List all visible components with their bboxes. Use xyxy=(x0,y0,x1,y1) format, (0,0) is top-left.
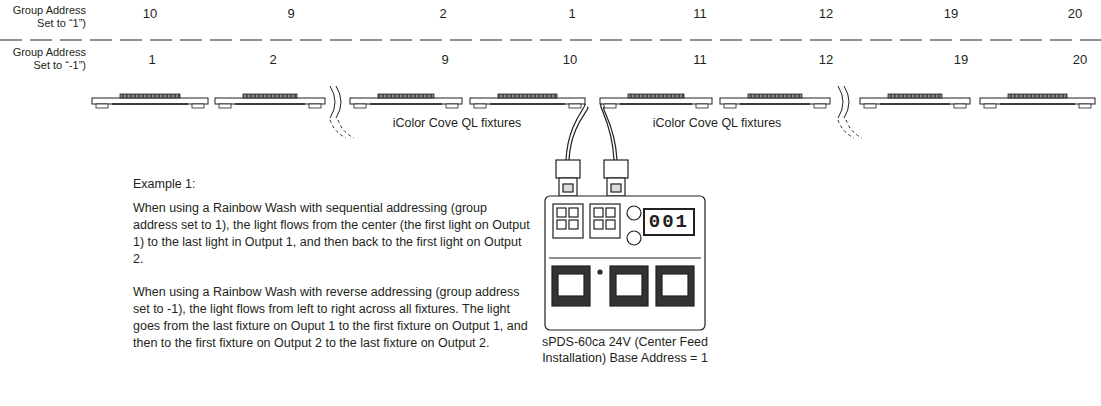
fixture-part xyxy=(112,103,188,105)
example-note: Example 1: xyxy=(133,176,533,193)
address-number: 9 xyxy=(276,6,306,22)
fixture-part xyxy=(604,104,616,108)
fixture-part xyxy=(96,104,108,108)
fixture-part xyxy=(370,103,442,105)
address-number: 1 xyxy=(137,52,167,68)
address-number: 10 xyxy=(135,6,165,22)
fixture-part xyxy=(498,94,557,98)
fixture-part xyxy=(1008,94,1067,98)
fixture-part xyxy=(490,103,565,105)
fixtures xyxy=(92,94,1095,108)
address-number: 10 xyxy=(555,52,585,68)
fixture-part xyxy=(860,98,970,104)
fixture-part xyxy=(243,94,297,98)
row-label: Group Address Set to “1”) xyxy=(2,4,86,30)
example-note: When using a Rainbow Wash with reverse a… xyxy=(133,284,533,352)
fixture-part xyxy=(954,104,966,108)
fixture-part xyxy=(474,104,486,108)
address-number: 12 xyxy=(811,52,841,68)
fixture-part xyxy=(748,94,802,98)
fixture-part xyxy=(354,104,366,108)
fixture-part xyxy=(720,98,830,104)
row-label: Group Address Set to “-1”) xyxy=(2,46,86,72)
address-number: 11 xyxy=(685,6,715,22)
fixture-part xyxy=(864,104,876,108)
fixture-part xyxy=(740,103,810,105)
fixture-part xyxy=(696,104,708,108)
fixture-part xyxy=(880,103,950,105)
fixture-part xyxy=(1079,104,1091,108)
address-number: 2 xyxy=(428,6,458,22)
address-number: 1 xyxy=(557,6,587,22)
connectors xyxy=(556,160,628,196)
device-caption: sPDS-60ca 24V (Center Feed Installation)… xyxy=(530,334,720,367)
address-number: 20 xyxy=(1065,52,1095,68)
fixture-part xyxy=(569,104,581,108)
address-number: 12 xyxy=(811,6,841,22)
address-number: 9 xyxy=(430,52,460,68)
fixture-part xyxy=(888,94,942,98)
fixture-part xyxy=(446,104,458,108)
address-display: 001 xyxy=(643,208,695,236)
fixture-part xyxy=(984,104,996,108)
device-details xyxy=(545,196,705,330)
fixture-part xyxy=(600,98,712,104)
fixture-part xyxy=(215,98,325,104)
fixture-part xyxy=(814,104,826,108)
fixture-part xyxy=(192,104,204,108)
address-number: 11 xyxy=(685,52,715,68)
fixture-part xyxy=(724,104,736,108)
address-number: 19 xyxy=(946,52,976,68)
fixture-part xyxy=(980,98,1095,104)
address-number: 19 xyxy=(936,6,966,22)
fixture-part xyxy=(235,103,305,105)
fixture-part xyxy=(470,98,585,104)
fixture-part xyxy=(350,98,462,104)
fixture-label: iColor Cove QL fixtures xyxy=(632,116,802,131)
fixture-label: iColor Cove QL fixtures xyxy=(372,116,542,131)
break-marks xyxy=(330,86,862,138)
fixture-part xyxy=(92,98,208,104)
dashed-divider xyxy=(0,40,1101,41)
fixture-part xyxy=(1000,103,1075,105)
address-number: 20 xyxy=(1060,6,1090,22)
example-note: When using a Rainbow Wash with sequentia… xyxy=(133,200,533,268)
fixture-part xyxy=(219,104,231,108)
cables xyxy=(566,104,617,160)
controller-device: 001sPDS-60ca 24V (Center Feed Installati… xyxy=(545,196,705,330)
fixture-part xyxy=(620,103,692,105)
fixture-part xyxy=(120,94,180,98)
fixture-part xyxy=(378,94,434,98)
fixture-part xyxy=(309,104,321,108)
fixture-part xyxy=(628,94,684,98)
address-number: 2 xyxy=(258,52,288,68)
